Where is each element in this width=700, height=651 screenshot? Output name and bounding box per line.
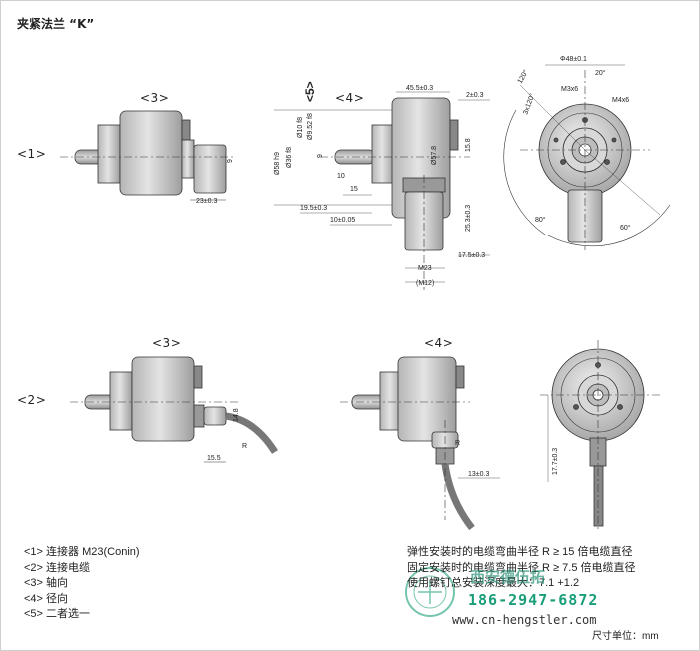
view-label-4-top: <4> bbox=[335, 91, 365, 105]
dim-455: 45.5±0.3 bbox=[406, 85, 433, 92]
angle-120: 120° bbox=[516, 68, 530, 85]
view-label-5: <5> bbox=[303, 81, 317, 102]
radius-r-mid: R bbox=[455, 440, 460, 447]
phone-number: 186-2947-6872 bbox=[468, 591, 599, 609]
note-item: 使用螺钉总安装深度最大：7.1 +1.2 bbox=[407, 577, 580, 589]
note-item: 弹性安装时的电缆弯曲半径 R ≥ 15 倍电缆直径 bbox=[407, 546, 633, 558]
view-flange-front bbox=[503, 64, 671, 250]
dim-158: 15.8 bbox=[465, 138, 472, 152]
dim-155: 15.5 bbox=[207, 455, 221, 462]
dim-m23: M23 bbox=[418, 265, 432, 272]
dim-36: Ø36 f8 bbox=[286, 147, 293, 168]
legend-item: <2> 连接电缆 bbox=[24, 561, 91, 574]
dim-48: Φ48±0.1 bbox=[560, 56, 587, 63]
view-cable-front bbox=[540, 340, 660, 530]
thread-m4: M4x6 bbox=[612, 97, 629, 104]
view-label-4-bottom: <4> bbox=[424, 336, 454, 350]
angle-3x120: 3x120° bbox=[521, 92, 536, 115]
dim-253: 25.3±0.3 bbox=[465, 205, 472, 232]
dim-148: 14.8 bbox=[233, 408, 240, 422]
unit-note: 尺寸单位：mm bbox=[592, 631, 659, 642]
view-label-1: <1> bbox=[17, 147, 47, 161]
dim-2: 2±0.3 bbox=[466, 92, 484, 99]
legend-item: <3> 轴向 bbox=[24, 577, 69, 589]
radius-r-left: R bbox=[242, 443, 247, 450]
dim-175: 17.5±0.3 bbox=[458, 252, 485, 259]
dim-952: Ø9.52 f8 bbox=[307, 113, 314, 140]
notes: 弹性安装时的电缆弯曲半径 R ≥ 15 倍电缆直径 固定安装时的电缆弯曲半径 R… bbox=[407, 545, 636, 592]
view-label-3-top: <3> bbox=[140, 91, 170, 105]
dim-9-left: 9 bbox=[227, 159, 234, 163]
brand-logo bbox=[405, 567, 455, 617]
dim-9-mid: 9 bbox=[317, 154, 324, 158]
angle-20: 20° bbox=[595, 69, 606, 77]
dim-13: 13±0.3 bbox=[468, 471, 489, 478]
brand-name: 西安德伍拓 bbox=[470, 568, 546, 586]
website-url: www.cn-hengstler.com bbox=[452, 613, 597, 627]
legend: <1> 连接器 M23(Conin) <2> 连接电缆 <3> 轴向 <4> 径… bbox=[24, 545, 140, 623]
thread-m3: M3x6 bbox=[561, 86, 578, 93]
note-item: 固定安装时的电缆弯曲半径 R ≥ 7.5 倍电缆直径 bbox=[407, 561, 636, 574]
view-axial-connector bbox=[60, 110, 235, 201]
dim-10-mid: 10 bbox=[337, 173, 345, 180]
dim-195: 19.5±0.3 bbox=[300, 205, 327, 212]
dim-15: 15 bbox=[350, 186, 358, 193]
angle-80: 80° bbox=[535, 216, 546, 224]
page-title: 夹紧法兰 “K” bbox=[17, 17, 95, 31]
view-radial-cable bbox=[340, 356, 500, 531]
legend-item: <5> 二者选一 bbox=[24, 608, 91, 620]
dim-m12: (M12) bbox=[416, 280, 434, 287]
view-radial-connector bbox=[274, 91, 490, 290]
dim-578: Ø57.8 bbox=[431, 146, 438, 165]
dim-23: 23±0.3 bbox=[196, 198, 217, 205]
view-axial-cable bbox=[70, 356, 278, 463]
angle-60: 60° bbox=[620, 224, 631, 232]
view-label-3-bottom: <3> bbox=[152, 336, 182, 350]
view-label-2: <2> bbox=[17, 393, 47, 407]
dim-1005: 10±0.05 bbox=[330, 217, 355, 224]
dim-177: 17.7±0.3 bbox=[552, 448, 559, 475]
dim-58: Ø58 h9 bbox=[274, 152, 281, 175]
legend-item: <1> 连接器 M23(Conin) bbox=[24, 546, 140, 558]
dim-10: Ø10 f8 bbox=[297, 117, 304, 138]
legend-item: <4> 径向 bbox=[24, 592, 69, 605]
